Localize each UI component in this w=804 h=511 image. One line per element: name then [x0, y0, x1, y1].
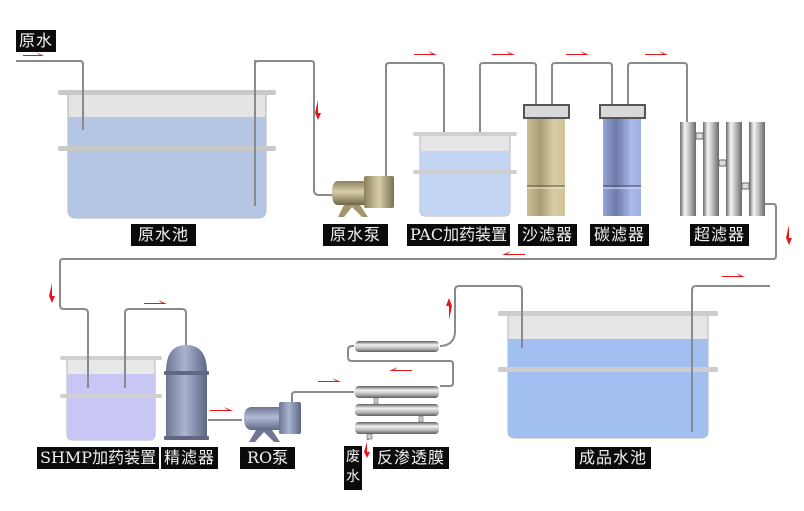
pipe-product-outlet	[691, 285, 770, 422]
flow-arrow-icon	[210, 407, 233, 411]
pipe-uf-to-shmp	[59, 203, 777, 388]
label-precision-filter: 精滤器	[161, 447, 219, 469]
pipe-membrane-to-product	[439, 285, 523, 348]
flow-arrow-icon	[502, 251, 525, 255]
label-waste-water: 废水	[344, 446, 362, 490]
flow-arrow-icon	[566, 51, 589, 55]
sand-filter	[523, 104, 570, 216]
raw-water-pump	[332, 176, 394, 217]
flow-arrow-icon	[364, 442, 370, 458]
label-pac-dosing: PAC加药装置	[407, 224, 511, 246]
flow-arrow-icon	[722, 273, 745, 277]
reverse-osmosis-membrane	[355, 341, 439, 440]
label-sand-filter: 沙滤器	[518, 224, 578, 246]
flow-arrow-icon	[492, 51, 515, 55]
flow-arrow-icon	[389, 367, 412, 371]
pipe-sand-to-carbon	[551, 62, 613, 105]
label-raw-water-in: 原水	[16, 30, 57, 52]
pipe-carbon-to-uf	[627, 62, 688, 123]
flow-arrow-icon	[23, 52, 44, 56]
flow-arrow-icon	[786, 225, 792, 245]
pipe-tank-to-pump	[254, 60, 338, 196]
carbon-filter	[599, 104, 646, 216]
shmp-dosing-tank	[60, 356, 162, 441]
precision-filter	[164, 345, 209, 440]
pipe-pac-to-sand	[479, 62, 537, 162]
label-shmp-dosing: SHMP加药装置	[37, 447, 160, 469]
flow-arrow-icon	[318, 378, 341, 382]
label-product-tank: 成品水池	[575, 447, 652, 469]
label-raw-water-pump: 原水泵	[323, 224, 389, 246]
flow-arrows	[23, 51, 792, 458]
ultrafilter	[680, 122, 765, 216]
flow-arrow-icon	[414, 51, 437, 55]
flow-arrow-icon	[49, 283, 55, 303]
flow-arrow-icon	[144, 300, 167, 304]
pipe-ro-pump-to-membrane	[291, 391, 354, 403]
pipe-pump-to-pac	[385, 62, 445, 180]
label-ro-pump: RO泵	[240, 447, 296, 469]
pipes	[16, 60, 777, 440]
raw-water-tank	[58, 60, 276, 219]
pipe-shmp-to-precision	[124, 308, 187, 388]
label-ultrafilter: 超滤器	[690, 224, 750, 246]
label-raw-water-tank: 原水池	[131, 224, 197, 246]
pipe-membrane-loop	[347, 345, 454, 387]
flow-arrow-icon	[645, 51, 668, 55]
flow-arrow-icon	[446, 298, 452, 320]
product-water-tank	[498, 311, 718, 439]
label-carbon-filter: 碳滤器	[590, 224, 650, 246]
ro-pump	[244, 402, 301, 442]
flow-arrow-icon	[315, 100, 321, 120]
pipe-raw-inlet	[16, 60, 84, 130]
pac-dosing-tank	[413, 132, 517, 217]
label-reverse-osmosis: 反渗透膜	[373, 447, 450, 469]
